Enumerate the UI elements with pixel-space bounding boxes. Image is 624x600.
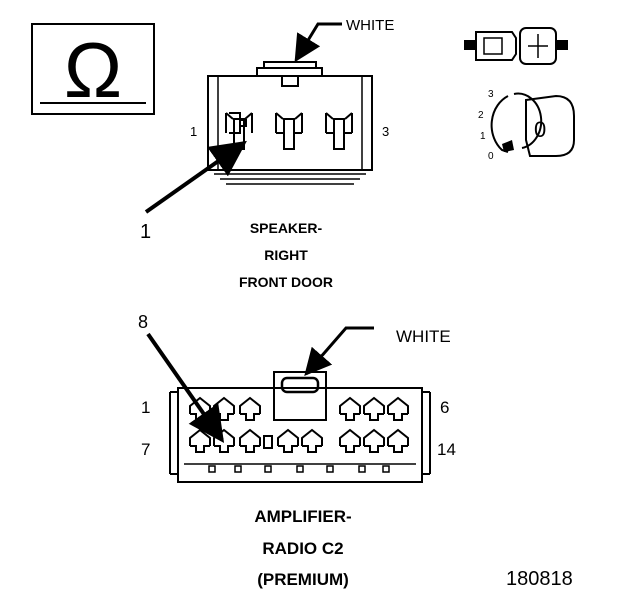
terminal-lock-1: [208, 465, 216, 473]
speaker-color-label: WHITE: [346, 17, 394, 34]
amplifier-name-line-2: RADIO C2: [262, 539, 343, 558]
key-label: 0: [534, 117, 546, 142]
amplifier-white-leader: [304, 326, 374, 377]
amplifier-pin-label-top-right: 6: [440, 398, 449, 417]
amplifier-pin-row-top: [189, 396, 409, 421]
terminal-lock-4: [296, 465, 304, 473]
ohm-glyph: Ω: [64, 26, 122, 114]
amplifier-cavity-bottom-6: [339, 428, 361, 453]
speaker-pin-3: [325, 112, 353, 150]
speaker-pin-2: [275, 112, 303, 150]
terminal-lock-3: [264, 465, 272, 473]
amplifier-terminal-locks: [208, 465, 390, 473]
speaker-pin-1: [225, 112, 253, 150]
key-position-1: 1: [480, 131, 486, 142]
amplifier-cavity-bottom-1: [189, 428, 211, 453]
amplifier-key-slot: [263, 435, 273, 449]
speaker-pin-label-right: 3: [382, 124, 389, 139]
key-position-0: 0: [488, 151, 494, 162]
speaker-callout-number: 1: [140, 221, 151, 243]
amplifier-cavity-bottom-4: [277, 428, 299, 453]
amplifier-color-label: WHITE: [396, 327, 451, 346]
amplifier-name-line-3: (PREMIUM): [257, 570, 349, 589]
terminal-lock-6: [358, 465, 366, 473]
amplifier-cavity-top-3: [239, 396, 261, 421]
amplifier-cavity-top-2: [213, 396, 235, 421]
terminal-lock-5: [326, 465, 334, 473]
plug-connector-icon: [464, 27, 568, 65]
speaker-name-line-2: RIGHT: [264, 247, 308, 263]
terminal-lock-7: [382, 465, 390, 473]
terminal-lock-2: [234, 465, 242, 473]
amplifier-cavity-bottom-5: [301, 428, 323, 453]
amplifier-cavity-top-4: [339, 396, 361, 421]
key-position-2: 2: [478, 110, 484, 121]
amplifier-name-line-1: AMPLIFIER-: [254, 507, 351, 526]
ignition-key-icon: [490, 92, 575, 157]
amplifier-pin-label-top-left: 1: [141, 398, 150, 417]
amplifier-cavity-bottom-8: [387, 428, 409, 453]
speaker-white-leader: [294, 22, 342, 63]
figure-number: 180818: [506, 568, 573, 590]
amplifier-callout-arrow: [146, 332, 225, 443]
amplifier-callout-number: 8: [138, 312, 148, 332]
speaker-pin-label-left: 1: [190, 124, 197, 139]
amplifier-cavity-bottom-3: [239, 428, 261, 453]
amplifier-cavity-top-6: [387, 396, 409, 421]
speaker-name-line-3: FRONT DOOR: [239, 274, 333, 290]
speaker-callout-arrow: [144, 140, 247, 214]
amplifier-cavity-bottom-7: [363, 428, 385, 453]
amplifier-pin-row-bottom: [189, 428, 409, 453]
amplifier-pin-label-bottom-left: 7: [141, 440, 150, 459]
key-position-3: 3: [488, 89, 494, 100]
speaker-name-line-1: SPEAKER-: [250, 220, 323, 236]
amplifier-connector: [146, 326, 431, 483]
speaker-connector: [144, 22, 373, 214]
amplifier-pin-label-bottom-right: 14: [437, 440, 456, 459]
amplifier-cavity-top-5: [363, 396, 385, 421]
ohmmeter-symbol-icon: Ω: [31, 23, 155, 115]
